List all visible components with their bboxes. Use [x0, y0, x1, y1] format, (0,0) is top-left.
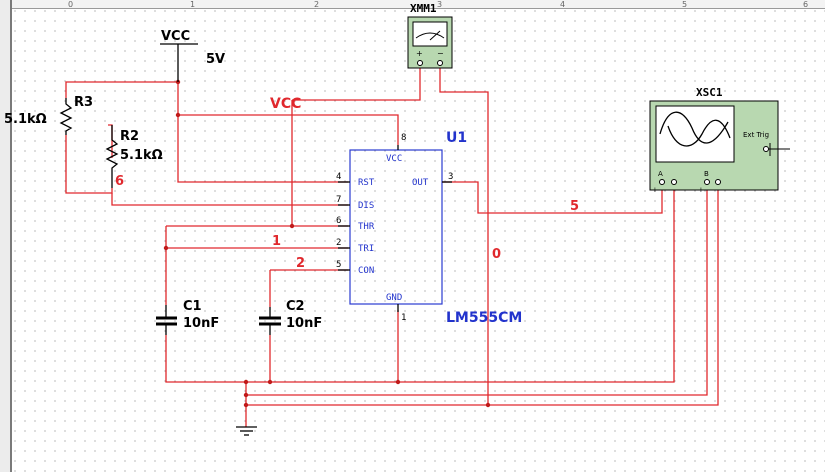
xsc1-ext-trig: Ext Trig	[743, 131, 769, 139]
net-label-2: 2	[296, 256, 305, 271]
xsc1-channel-b: B	[704, 170, 709, 178]
junction	[243, 402, 249, 408]
junction	[243, 392, 249, 398]
u1-model: LM555CM	[446, 310, 522, 326]
xsc1-a-plus-terminal[interactable]	[659, 179, 665, 185]
vcc-label: VCC	[161, 29, 190, 44]
xsc1-channel-a: A	[658, 170, 663, 178]
wire-xmm-minus-net0	[439, 68, 489, 405]
wire-out-net5	[442, 181, 663, 214]
resistor-r3[interactable]: R3 5.1kΩ	[4, 95, 93, 135]
wire-r3-to-r2	[65, 135, 113, 194]
xmm1-ref: XMM1	[410, 2, 437, 15]
ruler-tick-5: 5	[682, 0, 687, 9]
net-label-vcc: VCC	[270, 96, 301, 112]
u1-ref: U1	[446, 130, 467, 146]
wire-ground-to-scope-b	[246, 187, 708, 396]
wire-vcc-to-rst	[177, 115, 348, 183]
u1-pin-out: OUT	[412, 178, 429, 188]
waveform-b-icon	[667, 119, 731, 147]
junction	[243, 379, 249, 385]
wire-net0-scope-bminus	[246, 187, 719, 406]
net-label-1: 1	[272, 234, 281, 249]
u1-pinnum-1: 1	[401, 313, 406, 323]
xmm1-display	[412, 21, 448, 47]
u1-pinnum-2: 2	[336, 238, 341, 248]
u1-pin-tri: TRI	[358, 244, 374, 254]
xmm1-minus-label: −	[437, 49, 444, 58]
r3-ref: R3	[74, 95, 93, 110]
r3-value: 5.1kΩ	[4, 112, 47, 127]
xsc1-ext-trig-terminal[interactable]	[763, 146, 769, 152]
waveform-a-icon	[659, 111, 729, 144]
u1-pin-dis: DIS	[358, 201, 374, 211]
wires[interactable]	[65, 68, 719, 427]
u1-pin-con: CON	[358, 266, 374, 276]
xsc1-ref: XSC1	[696, 86, 723, 99]
wire-vcc-to-u1-vcc	[177, 82, 399, 145]
wire-xmm-plus	[292, 68, 421, 101]
ground-symbol[interactable]	[236, 426, 257, 436]
junction	[175, 112, 181, 118]
junction	[395, 379, 401, 385]
xsc1-a-minus-terminal[interactable]	[671, 179, 677, 185]
junction	[289, 223, 295, 229]
r2-value: 5.1kΩ	[120, 148, 163, 163]
ruler-tick-3: 3	[437, 0, 442, 9]
ruler-tick-4: 4	[560, 0, 565, 9]
oscilloscope-xsc1[interactable]: XSC1 Ext Trig A B + − + −	[649, 86, 790, 194]
c2-value: 10nF	[286, 316, 322, 331]
vcc-source[interactable]: VCC 5V	[160, 29, 225, 82]
top-ruler	[0, 0, 825, 9]
u1-pinnum-7: 7	[336, 195, 341, 205]
ruler-tick-0: 0	[68, 0, 73, 9]
u1-pinnum-3: 3	[448, 172, 453, 182]
wire-c1-to-scope-a	[165, 187, 675, 383]
capacitor-c2[interactable]: C2 10nF	[259, 299, 322, 335]
capacitor-c1[interactable]: C1 10nF	[156, 299, 219, 335]
u1-pin-gnd: GND	[386, 293, 402, 303]
ic-u1-lm555[interactable]: VCC RST OUT DIS THR TRI CON GND 8 4 3 7 …	[336, 130, 522, 326]
ruler-tick-2: 2	[314, 0, 319, 9]
vcc-voltage: 5V	[206, 52, 225, 67]
xmm1-minus-terminal[interactable]	[437, 60, 443, 66]
u1-pin-thr: THR	[358, 222, 375, 232]
junction	[485, 402, 491, 408]
multimeter-xmm1[interactable]: XMM1 + −	[407, 2, 453, 69]
net-label-6: 6	[115, 174, 124, 189]
u1-pinnum-4: 4	[336, 172, 341, 182]
xsc1-a-minus: −	[678, 186, 684, 194]
c1-value: 10nF	[183, 316, 219, 331]
xmm1-plus-label: +	[416, 49, 423, 58]
junction	[267, 379, 273, 385]
u1-pin-rst: RST	[358, 178, 375, 188]
meter-arc-icon	[415, 32, 445, 39]
wire-vcc-to-r3	[65, 81, 178, 98]
net-label-5: 5	[570, 199, 579, 214]
xsc1-b-plus: +	[698, 186, 704, 194]
u1-pinnum-6: 6	[336, 216, 341, 226]
meter-needle-icon	[429, 30, 441, 41]
c2-ref: C2	[286, 299, 305, 314]
u1-pinnum-5: 5	[336, 260, 341, 270]
xsc1-b-minus: −	[724, 186, 730, 194]
junction	[163, 245, 169, 251]
u1-pinnum-8: 8	[401, 133, 406, 143]
left-ruler	[0, 0, 12, 472]
ruler-tick-6: 6	[803, 0, 808, 9]
grid-dots	[12, 9, 825, 472]
wire-net6-to-dis	[111, 193, 348, 206]
net-label-0: 0	[492, 247, 501, 262]
c1-ref: C1	[183, 299, 202, 314]
resistor-r2[interactable]: R2 5.1kΩ	[105, 125, 163, 188]
xsc1-b-plus-terminal[interactable]	[704, 179, 710, 185]
xsc1-b-minus-terminal[interactable]	[715, 179, 721, 185]
r2-ref: R2	[120, 129, 139, 144]
u1-pin-vcc: VCC	[386, 154, 402, 164]
xmm1-plus-terminal[interactable]	[417, 60, 423, 66]
xsc1-a-plus: +	[652, 186, 658, 194]
ruler-tick-1: 1	[190, 0, 195, 9]
